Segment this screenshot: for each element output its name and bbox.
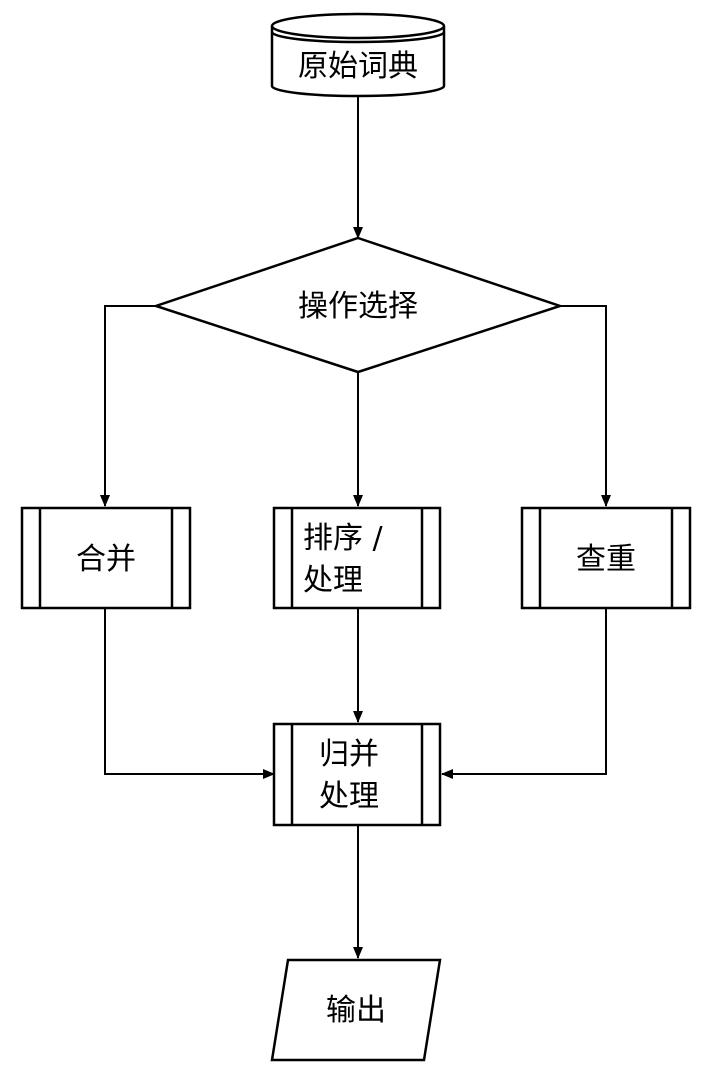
node-sort-process: 排序 / 处理 bbox=[272, 506, 442, 610]
edge-decision-to-dedupe bbox=[560, 305, 611, 507]
node-merge-label: 合并 bbox=[76, 542, 136, 577]
node-output-parallelogram: 输出 bbox=[270, 958, 442, 1062]
node-combine-label-line-1: 归并 bbox=[319, 737, 379, 772]
node-dedupe-process: 查重 bbox=[520, 506, 692, 610]
node-dedupe-label: 查重 bbox=[576, 542, 636, 577]
edges bbox=[100, 95, 611, 959]
node-output-label: 输出 bbox=[326, 993, 386, 1028]
node-source-label: 原始词典 bbox=[298, 49, 418, 84]
node-decision-diamond: 操作选择 bbox=[152, 236, 564, 374]
edge-merge-to-combine bbox=[104, 609, 275, 779]
node-merge-process: 合并 bbox=[20, 506, 192, 610]
node-sort-label-line-2: 处理 bbox=[303, 563, 363, 598]
node-combine-process: 归并 处理 bbox=[272, 722, 442, 827]
node-decision-label: 操作选择 bbox=[298, 289, 418, 324]
node-source-database: 原始词典 bbox=[270, 12, 446, 98]
edge-dedupe-to-combine bbox=[441, 609, 607, 779]
node-combine-label-line-2: 处理 bbox=[319, 779, 379, 814]
node-sort-label-line-1: 排序 / bbox=[303, 521, 384, 556]
edge-decision-to-merge bbox=[100, 305, 156, 507]
